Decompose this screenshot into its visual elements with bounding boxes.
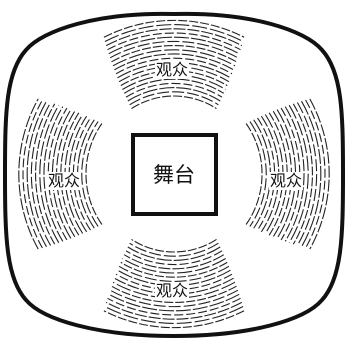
seating-row-right xyxy=(268,112,288,236)
seating-row-top xyxy=(127,87,221,102)
seating-row-left xyxy=(47,107,68,241)
seating-row-left xyxy=(22,99,43,249)
seating-row-right xyxy=(280,107,301,241)
seating-row-right xyxy=(245,123,263,225)
seating-row-right xyxy=(276,109,297,239)
seating-row-top xyxy=(109,40,239,59)
seating-row-left xyxy=(39,104,60,244)
seating-row-left xyxy=(60,112,80,236)
seating-row-top xyxy=(123,78,225,94)
seating-row-bottom xyxy=(123,254,225,270)
seating-row-bottom xyxy=(131,238,217,253)
seating-row-right xyxy=(249,121,267,227)
seating-row-left xyxy=(30,102,52,246)
stage-label: 舞台 xyxy=(153,163,195,187)
seating-row-right xyxy=(296,102,318,246)
seating-row-bottom xyxy=(118,265,230,282)
seating-row-top xyxy=(118,66,230,83)
section-label-top: 观众 xyxy=(155,60,190,79)
stage-box xyxy=(131,133,218,216)
seating-row-top xyxy=(129,91,219,106)
seating-row-left xyxy=(51,109,72,239)
seating-row-bottom xyxy=(108,293,240,312)
seating-row-bottom xyxy=(120,261,228,278)
seating-row-right xyxy=(301,100,322,248)
section-label-bottom: 观众 xyxy=(155,281,190,300)
seating-row-bottom xyxy=(125,250,223,266)
seating-row-right xyxy=(305,99,326,249)
seating-row-bottom xyxy=(127,246,221,261)
seating-row-top xyxy=(108,36,240,55)
seating-row-right xyxy=(284,106,305,242)
seating-row-right xyxy=(288,104,309,244)
section-label-left: 观众 xyxy=(47,171,82,190)
seating-row-top xyxy=(111,45,237,63)
seating-row-top xyxy=(112,49,236,67)
seating-row-bottom xyxy=(109,289,239,308)
seating-row-top xyxy=(107,32,241,51)
seating-row-top xyxy=(125,82,223,98)
seating-row-top xyxy=(115,57,233,75)
seating-row-bottom xyxy=(122,258,226,274)
seating-row-left xyxy=(72,117,91,231)
seating-row-left xyxy=(43,106,64,242)
seating-row-right xyxy=(292,103,313,245)
seating-row-left xyxy=(18,98,39,250)
seating-row-bottom xyxy=(105,301,243,320)
section-label-right: 观众 xyxy=(269,171,304,190)
seating-row-right xyxy=(309,98,330,250)
seating-row-left xyxy=(81,121,99,227)
seating-row-bottom xyxy=(107,297,241,316)
seating-row-bottom xyxy=(129,242,219,257)
seating-row-top xyxy=(114,53,234,71)
seating-row-bottom xyxy=(111,285,237,303)
seating-row-left xyxy=(26,100,47,248)
seating-row-left xyxy=(85,123,103,225)
seating-row-top xyxy=(103,19,245,38)
seating-row-left xyxy=(35,103,56,245)
seating-row-top xyxy=(105,28,243,47)
seating-row-bottom xyxy=(103,310,245,329)
seating-row-top xyxy=(131,95,217,110)
seating-row-right xyxy=(257,117,276,231)
